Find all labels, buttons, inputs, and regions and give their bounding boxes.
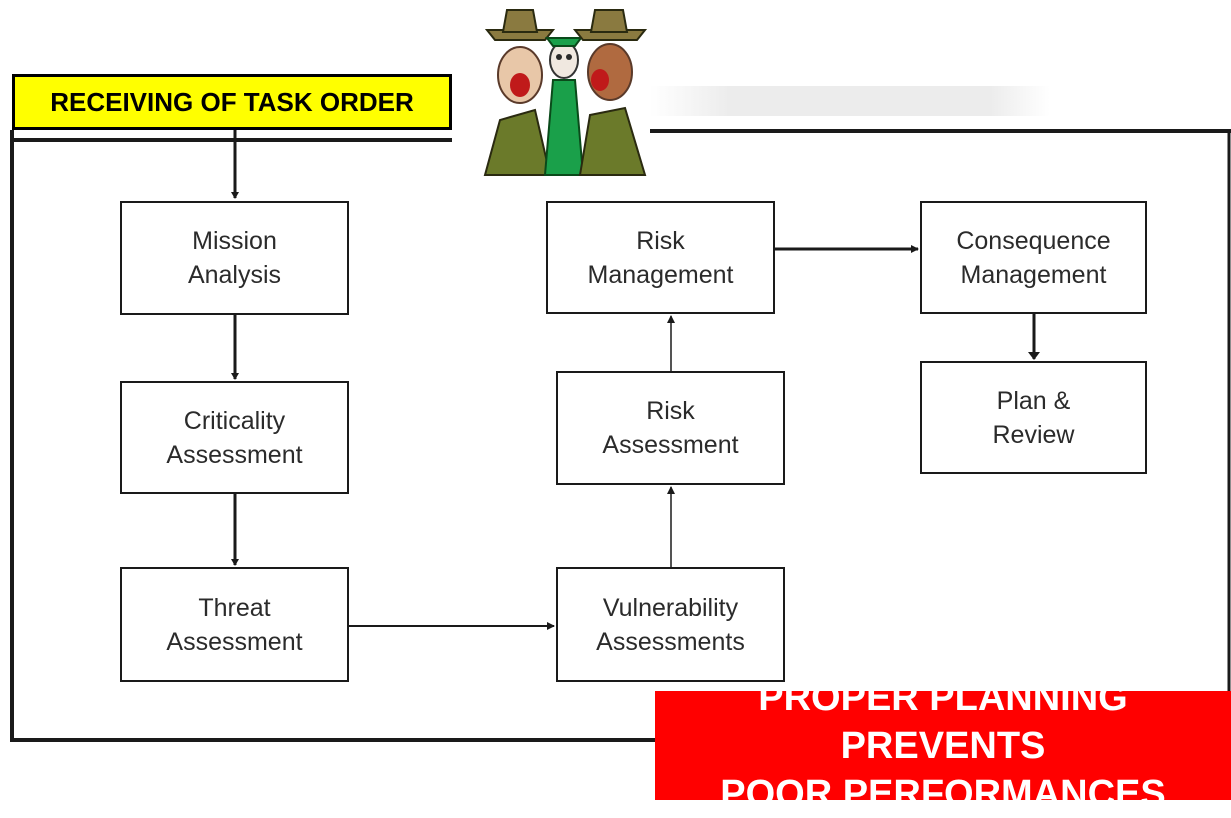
step-risk-management: Risk Management bbox=[546, 201, 775, 314]
task-order-title: RECEIVING OF TASK ORDER bbox=[12, 74, 452, 130]
step-criticality-assessment: Criticality Assessment bbox=[120, 381, 349, 494]
arrowhead-plan bbox=[1028, 352, 1040, 360]
drill-sergeants-illustration bbox=[483, 9, 648, 176]
step-threat-assessment: Threat Assessment bbox=[120, 567, 349, 682]
slogan-banner: PROPER PLANNING PREVENTS POOR PERFORMANC… bbox=[655, 677, 1231, 815]
middle-soldier-figure bbox=[543, 37, 585, 176]
faint-banner-decoration bbox=[650, 86, 1050, 116]
arrowhead-vulnerability bbox=[547, 622, 555, 630]
arrowhead-mission bbox=[231, 192, 239, 199]
left-sergeant-figure bbox=[483, 9, 556, 176]
arrowhead-risk-assessment bbox=[667, 486, 675, 494]
process-diagram: RECEIVING OF TASK ORDER Mission Analysis… bbox=[10, 9, 1231, 815]
arrowhead-criticality bbox=[231, 373, 239, 380]
right-sergeant-figure bbox=[572, 9, 648, 176]
step-consequence-management: Consequence Management bbox=[920, 201, 1147, 314]
step-plan-and-review: Plan & Review bbox=[920, 361, 1147, 474]
outer-frame bbox=[10, 130, 655, 742]
connectors-layer bbox=[10, 129, 1231, 742]
arrowhead-risk-management bbox=[667, 315, 675, 323]
step-risk-assessment: Risk Assessment bbox=[556, 371, 785, 485]
step-mission-analysis: Mission Analysis bbox=[120, 201, 349, 315]
arrowhead-consequence bbox=[911, 245, 919, 253]
step-vulnerability-assessments: Vulnerability Assessments bbox=[556, 567, 785, 682]
arrowhead-threat bbox=[231, 559, 239, 566]
